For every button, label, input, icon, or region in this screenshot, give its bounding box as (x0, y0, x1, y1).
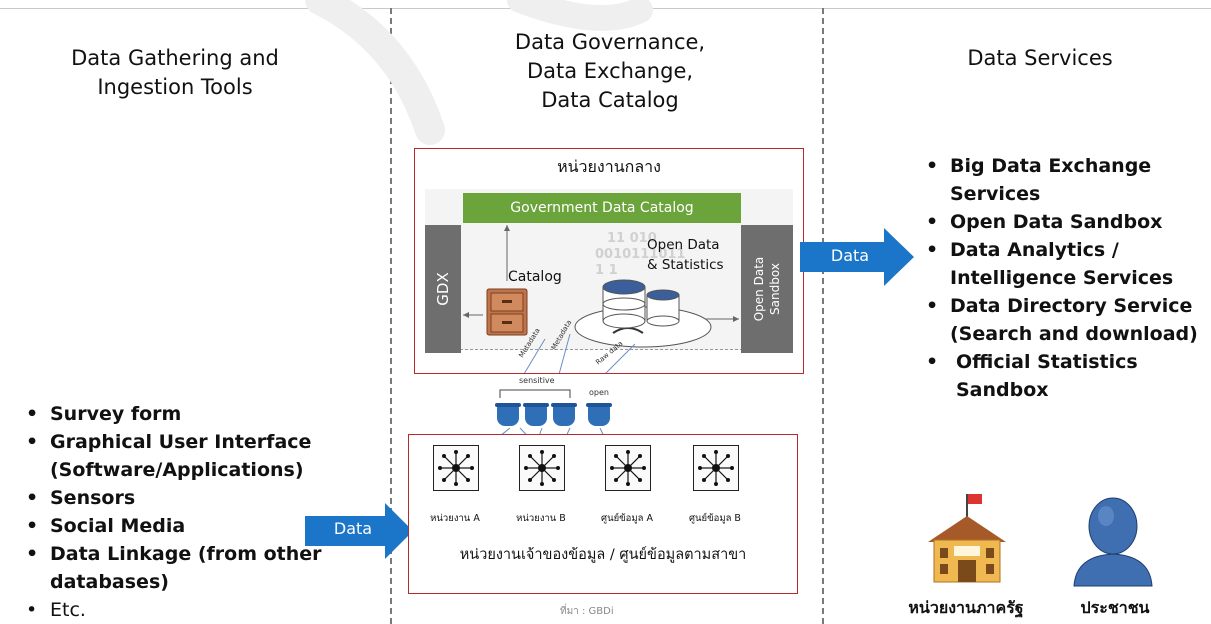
column-divider-left (390, 8, 392, 624)
data-owners-box: หน่วยงาน A หน่วยงาน B ศูนย์ข้อมูล A ศูนย… (408, 434, 798, 594)
list-item: Social Media (20, 512, 380, 540)
list-item: (Search and download) (950, 323, 1198, 345)
left-column-title: Data Gathering and Ingestion Tools (30, 44, 320, 102)
government-data-catalog-bar: Government Data Catalog (463, 193, 741, 223)
open-label: open (589, 388, 609, 397)
list-item: (Software/Applications) (50, 459, 304, 481)
binary-line3: 1 1 (595, 263, 618, 278)
middle-title-line1: Data Governance, (514, 30, 706, 54)
central-flow-lines (463, 225, 739, 373)
data-in-label: Data (333, 519, 373, 538)
middle-title-line2: Data Exchange, (526, 59, 694, 83)
network-node-icon (693, 445, 739, 491)
list-item: Services (950, 183, 1041, 205)
node-label: หน่วยงาน A (430, 513, 480, 524)
citizen-label: ประชาชน (1080, 598, 1150, 617)
list-item: Official Statistics (920, 348, 1210, 376)
sensitive-bracket (499, 389, 571, 398)
binary-watermark: 11 010 0010111011 1 1 (595, 231, 685, 279)
network-node-icon (433, 445, 479, 491)
list-item: Intelligence Services (950, 267, 1174, 289)
gdx-bar: GDX (425, 225, 461, 353)
node-label: ศูนย์ข้อมูล B (689, 513, 741, 524)
data-out-label: Data (830, 246, 870, 265)
file-cabinet-icon (486, 288, 528, 336)
list-item: Data Analytics / (920, 236, 1210, 264)
list-item: Sensors (20, 484, 380, 512)
data-in-arrow (305, 503, 413, 559)
data-services-list: Big Data Exchange Services Open Data San… (920, 152, 1210, 404)
data-lake-database-icon (574, 279, 712, 348)
source-note: ที่มา : GBDi (560, 606, 614, 617)
list-item: Open Data Sandbox (920, 208, 1210, 236)
list-item: Sandbox (956, 379, 1049, 401)
bucket-icon (551, 403, 577, 426)
government-building-icon (928, 494, 1006, 583)
sensitive-label: sensitive (519, 376, 555, 385)
network-node-icon (605, 445, 651, 491)
open-data-line1: Open Data (647, 237, 720, 253)
right-column-title: Data Services (967, 46, 1113, 70)
list-item: Big Data Exchange (920, 152, 1210, 180)
binary-line1: 11 010 (607, 231, 657, 246)
open-data-statistics-label: Open Data & Statistics (647, 235, 724, 275)
list-item: databases) (50, 571, 169, 593)
person-icon (1073, 497, 1153, 587)
node-label: หน่วยงาน B (516, 513, 566, 524)
middle-title-line3: Data Catalog (541, 88, 679, 112)
binary-line2: 0010111011 (595, 247, 686, 262)
column-divider-right (822, 8, 824, 624)
list-item: Graphical User Interface (20, 428, 380, 456)
list-item: Data Linkage (from other (20, 540, 380, 568)
open-data-sandbox-bar: Open Data Sandbox (741, 225, 793, 353)
government-agency-label: หน่วยงานภาครัฐ (908, 598, 1024, 617)
data-owners-caption: หน่วยงานเจ้าของข้อมูล / ศูนย์ข้อมูลตามสา… (459, 547, 747, 563)
central-agency-box: หน่วยงานกลาง Government Data Catalog GDX… (414, 148, 804, 374)
open-data-line2: & Statistics (647, 257, 724, 273)
bucket-icon (523, 403, 549, 426)
node-label: ศูนย์ข้อมูล A (601, 513, 653, 524)
list-item: Etc. (20, 596, 380, 624)
network-node-icon (519, 445, 565, 491)
bucket-icon (495, 403, 521, 426)
left-title-line1: Data Gathering and (71, 46, 279, 70)
middle-column-title: Data Governance, Data Exchange, Data Cat… (440, 28, 780, 115)
bucket-icon (586, 403, 612, 426)
catalog-label: Catalog (508, 269, 562, 285)
ingestion-tools-list: Survey form Graphical User Interface (So… (20, 400, 380, 624)
list-item: Survey form (20, 400, 380, 428)
left-title-line2: Ingestion Tools (97, 75, 253, 99)
central-agency-title: หน่วยงานกลาง (557, 157, 661, 176)
data-out-arrow (800, 228, 914, 286)
list-item: Data Directory Service (920, 292, 1210, 320)
